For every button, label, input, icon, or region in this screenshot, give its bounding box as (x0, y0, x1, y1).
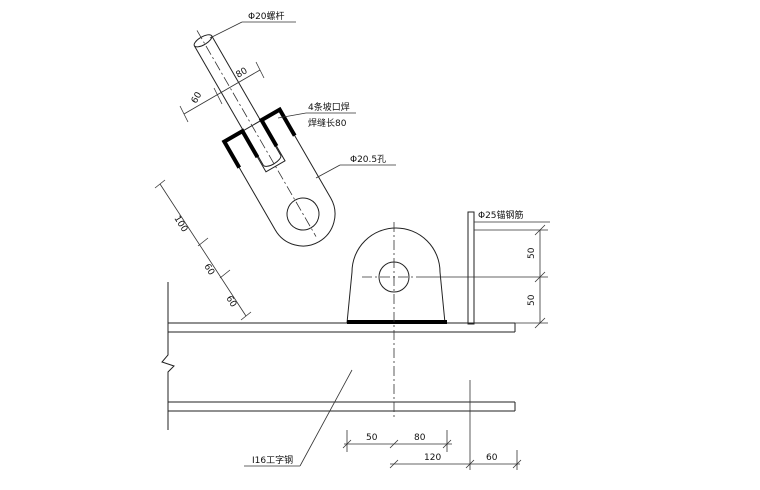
svg-text:Φ20.5孔: Φ20.5孔 (350, 154, 386, 165)
label-rebar-stiffener: Φ25锚钢筋 (474, 209, 550, 223)
svg-text:120: 120 (424, 453, 441, 463)
svg-text:4条坡口焊: 4条坡口焊 (308, 101, 350, 113)
lug-plate (346, 227, 447, 324)
label-weld-note: 4条坡口焊 焊缝长80 (277, 101, 356, 129)
svg-text:100: 100 (171, 214, 189, 234)
inclined-bolt-assembly (193, 30, 336, 247)
svg-text:Φ25锚钢筋: Φ25锚钢筋 (478, 209, 524, 221)
svg-text:50: 50 (527, 294, 537, 306)
dim-rod: 80 60 (179, 61, 265, 123)
dim-right: 50 50 (426, 224, 548, 329)
label-bolt-rod: Φ20螺杆 (209, 10, 296, 39)
rebar-stiffener (467, 211, 475, 325)
label-i-beam: I16工字钢 (244, 369, 353, 467)
dim-bottom-row1: 50 80 (342, 430, 452, 452)
svg-text:60: 60 (201, 262, 216, 277)
svg-text:50: 50 (366, 433, 378, 443)
svg-text:80: 80 (414, 433, 426, 443)
svg-text:I16工字钢: I16工字钢 (252, 454, 293, 466)
svg-text:50: 50 (527, 247, 537, 259)
label-hole: Φ20.5孔 (315, 154, 396, 179)
svg-text:60: 60 (223, 294, 238, 309)
i-beam (161, 282, 516, 430)
svg-text:焊缝长80: 焊缝长80 (308, 117, 347, 129)
svg-text:60: 60 (486, 453, 498, 463)
dim-bottom-row2: 120 60 (389, 380, 522, 470)
svg-text:Φ20螺杆: Φ20螺杆 (248, 10, 285, 22)
dim-slant: 100 60 60 (154, 179, 252, 321)
